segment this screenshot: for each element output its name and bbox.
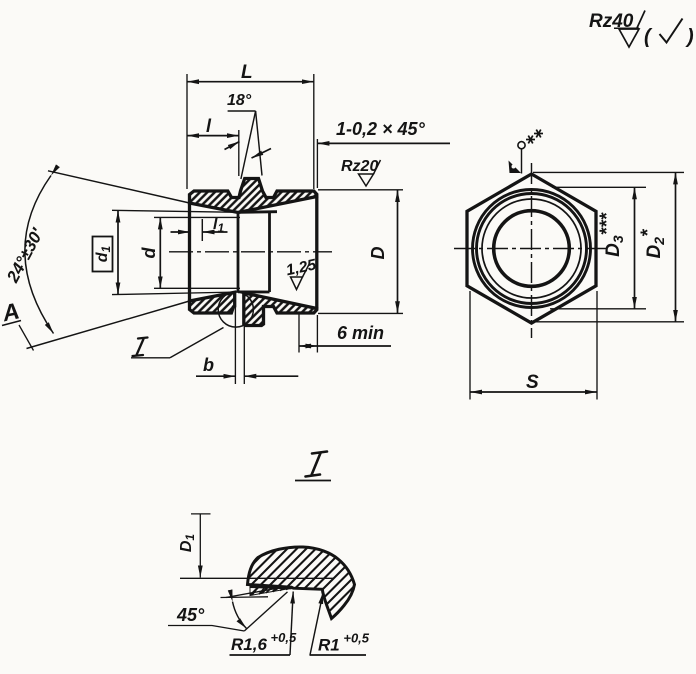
- svg-text:d: d: [139, 247, 159, 259]
- svg-text:b: b: [203, 355, 214, 375]
- svg-text:45°: 45°: [176, 605, 205, 625]
- svg-text:S: S: [526, 372, 539, 393]
- svg-text:24°±30′: 24°±30′: [3, 225, 48, 287]
- svg-text:l1: l1: [213, 216, 224, 235]
- svg-text:R1 +0,5: R1 +0,5: [318, 631, 370, 655]
- svg-text:D3***: D3***: [597, 212, 626, 257]
- svg-text:(: (: [644, 26, 653, 48]
- svg-text:D2*: D2*: [638, 228, 667, 259]
- svg-text:): ): [685, 26, 694, 48]
- svg-text:6 min: 6 min: [337, 323, 384, 343]
- svg-text:Rz40: Rz40: [589, 11, 634, 32]
- svg-text:18°: 18°: [227, 92, 252, 109]
- svg-text:D1: D1: [178, 534, 197, 553]
- svg-text:1,25: 1,25: [285, 256, 318, 279]
- svg-text:1-0,2 × 45°: 1-0,2 × 45°: [336, 119, 426, 139]
- svg-text:Rz20: Rz20: [341, 158, 378, 175]
- svg-text:D: D: [368, 247, 388, 260]
- svg-text:d1: d1: [94, 245, 113, 262]
- svg-text:L: L: [241, 62, 253, 83]
- svg-text:A: A: [0, 297, 22, 326]
- svg-text:l: l: [206, 116, 212, 136]
- svg-text:R1,6 +0,5: R1,6 +0,5: [231, 630, 297, 654]
